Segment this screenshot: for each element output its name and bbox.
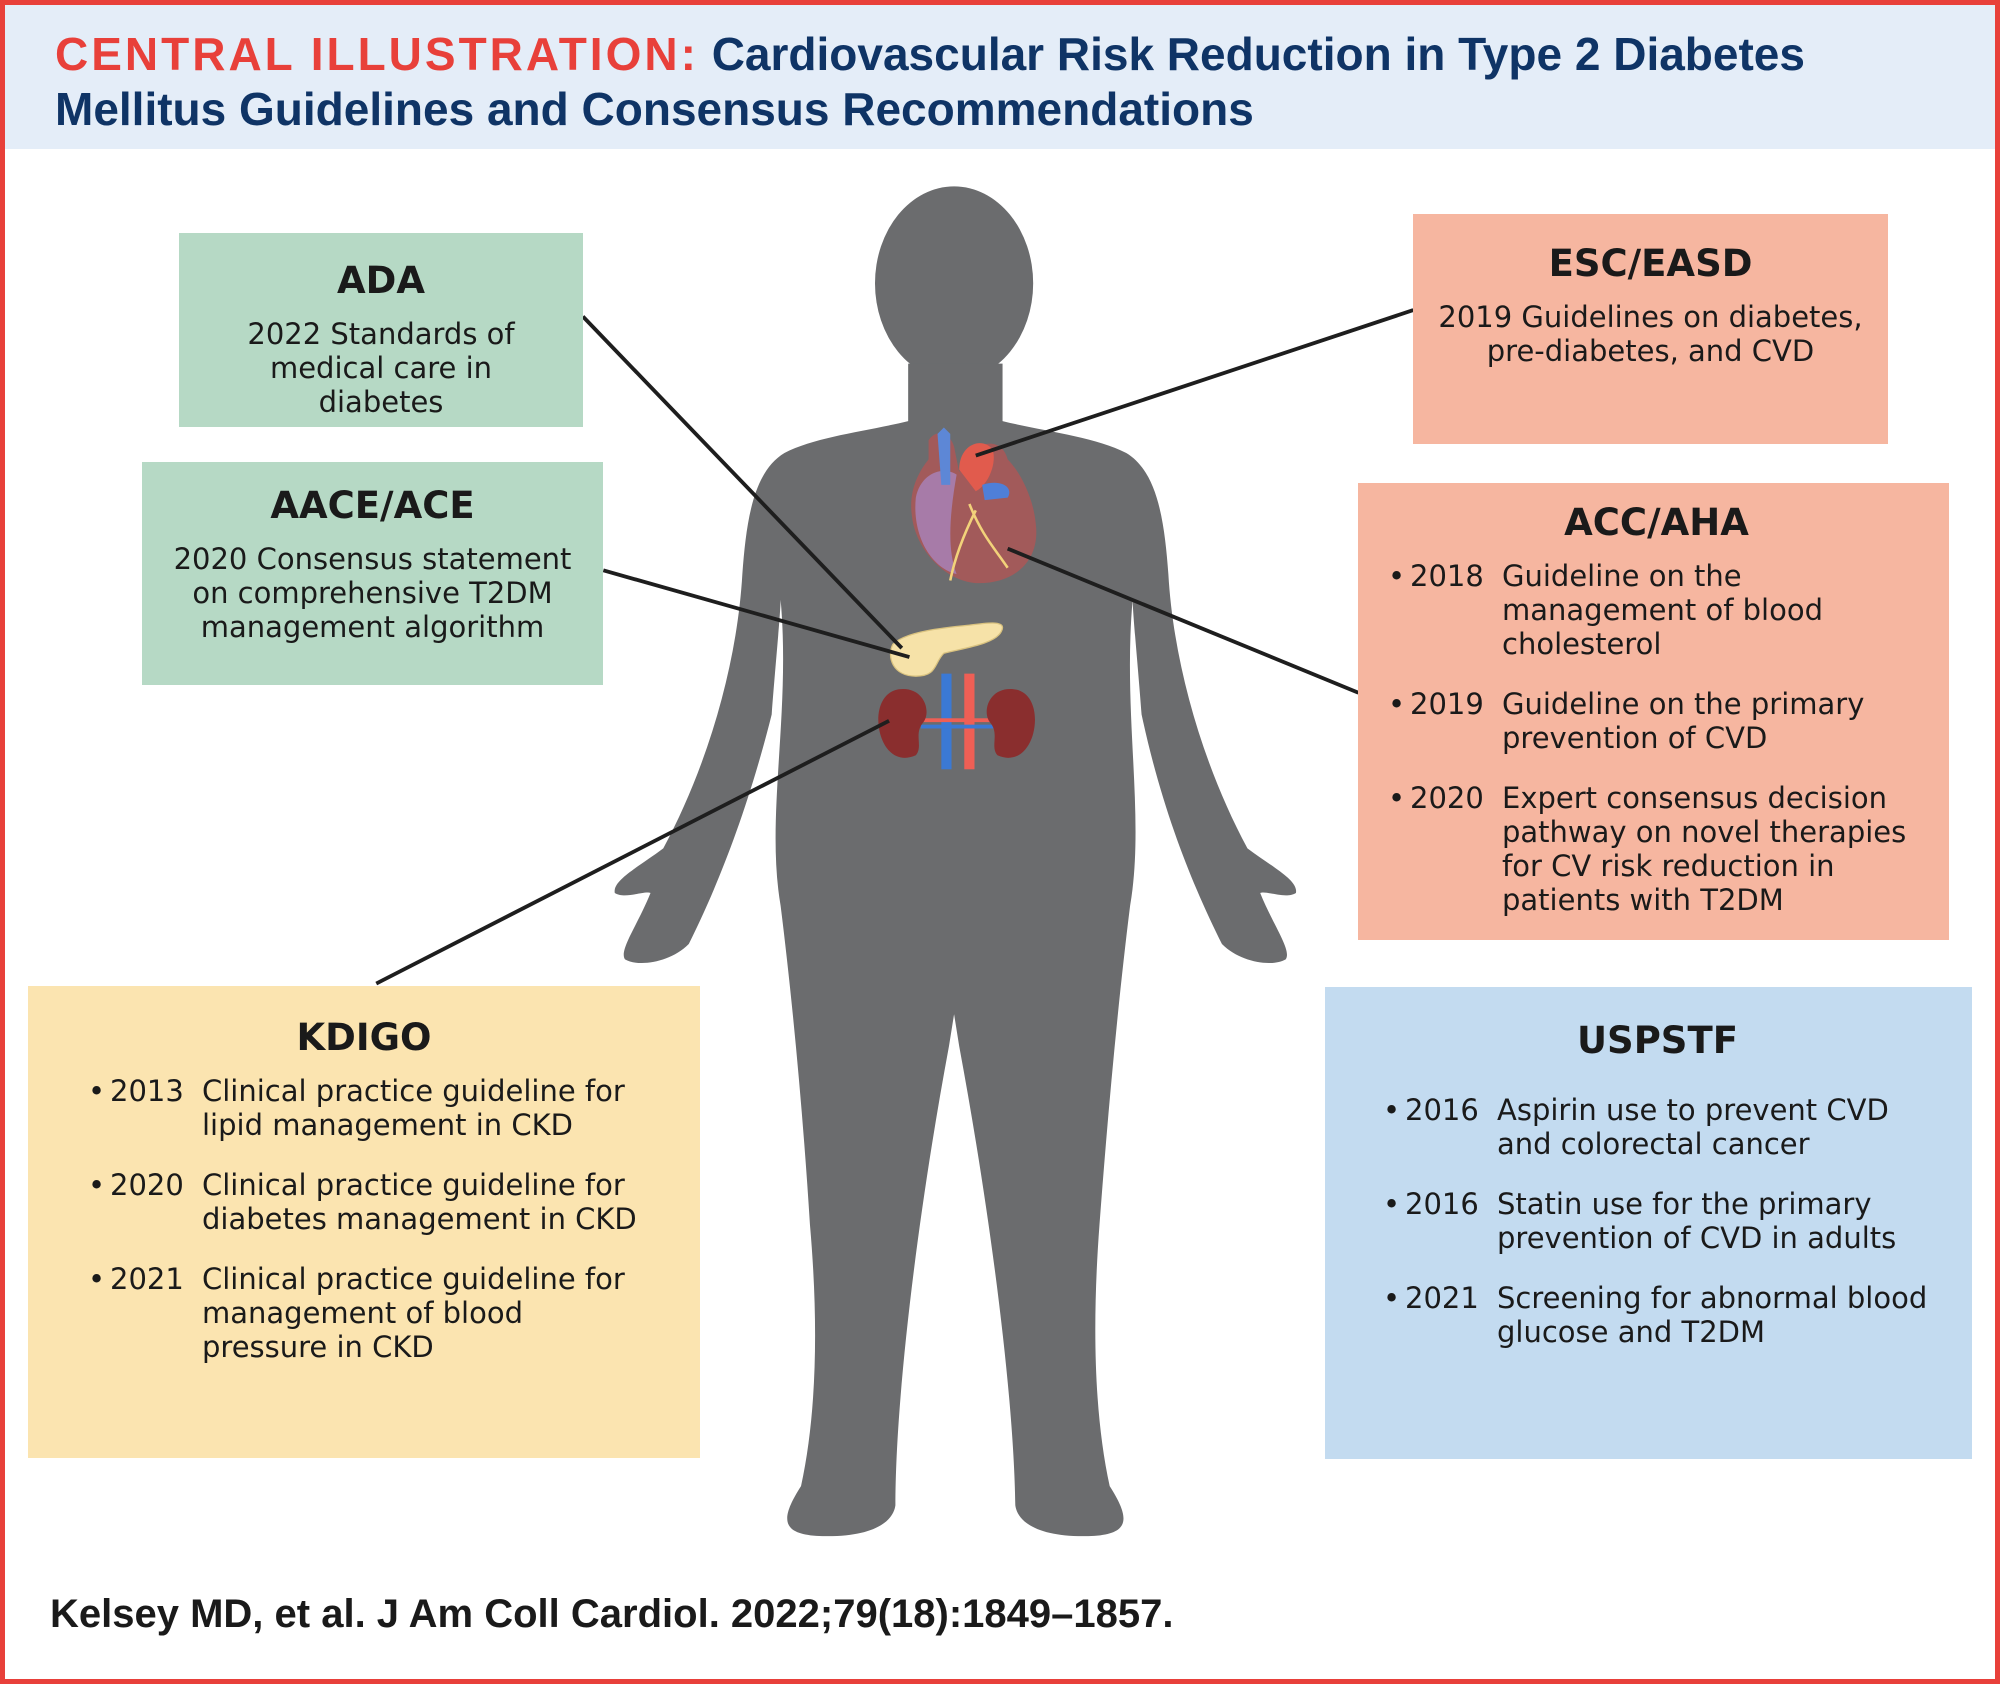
citation: Kelsey MD, et al. J Am Coll Cardiol. 202… — [50, 1592, 1174, 1636]
page-title: CENTRAL ILLUSTRATION: Cardiovascular Ris… — [55, 27, 1975, 137]
item-year: 2016 — [1405, 1187, 1479, 1221]
item-year: 2016 — [1405, 1093, 1479, 1127]
pancreas-icon — [889, 622, 1004, 677]
ada-box: ADA 2022 Standards of medical care in di… — [179, 233, 583, 427]
item-text: Guideline on the management of blood cho… — [1502, 559, 1824, 661]
header-band: CENTRAL ILLUSTRATION: Cardiovascular Ris… — [5, 5, 1995, 149]
item-year: 2013 — [110, 1074, 184, 1108]
item-text: Guideline on the primary prevention of C… — [1502, 687, 1865, 755]
item-year: 2020 — [110, 1168, 184, 1202]
uspstf-title: USPSTF — [1577, 1019, 1738, 1062]
item-text: Expert consensus decision pathway on nov… — [1502, 781, 1907, 917]
item-year: 2021 — [110, 1262, 184, 1296]
aace-box: AACE/ACE 2020 Consensus statement on com… — [142, 462, 603, 685]
title-text: Cardiovascular Risk Reduction in Type 2 … — [55, 28, 1805, 135]
item-year: 2020 — [1410, 781, 1484, 815]
item-text: Clinical practice guideline for diabetes… — [202, 1168, 637, 1236]
item-text: Statin use for the primary prevention of… — [1497, 1187, 1897, 1255]
item-text: Aspirin use to prevent CVD and colorecta… — [1497, 1093, 1889, 1161]
heart-icon — [911, 427, 1037, 584]
connector-lines — [375, 308, 1414, 986]
esc-box: ESC/EASD 2019 Guidelines on diabetes, pr… — [1413, 214, 1888, 444]
aace-title: AACE/ACE — [270, 484, 475, 527]
item-text: Clinical practice guideline for lipid ma… — [202, 1074, 625, 1142]
kdigo-title: KDIGO — [296, 1016, 432, 1059]
esc-title: ESC/EASD — [1548, 242, 1753, 285]
item-year: 2021 — [1405, 1281, 1479, 1315]
acc-title: ACC/AHA — [1564, 501, 1749, 544]
item-year: 2018 — [1410, 559, 1484, 593]
aace-text: 2020 Consensus statement on comprehensiv… — [173, 542, 572, 644]
title-lead: CENTRAL ILLUSTRATION: — [55, 28, 699, 80]
ada-title: ADA — [337, 259, 425, 302]
kidneys-icon — [878, 673, 1035, 770]
ada-text: 2022 Standards of medical care in diabet… — [247, 317, 515, 419]
item-text: Screening for abnormal blood glucose and… — [1497, 1281, 1928, 1349]
esc-text: 2019 Guidelines on diabetes, pre-diabete… — [1438, 300, 1863, 368]
item-text: Clinical practice guideline for manageme… — [202, 1262, 625, 1364]
item-year: 2019 — [1410, 687, 1484, 721]
human-silhouette — [614, 186, 1297, 1537]
